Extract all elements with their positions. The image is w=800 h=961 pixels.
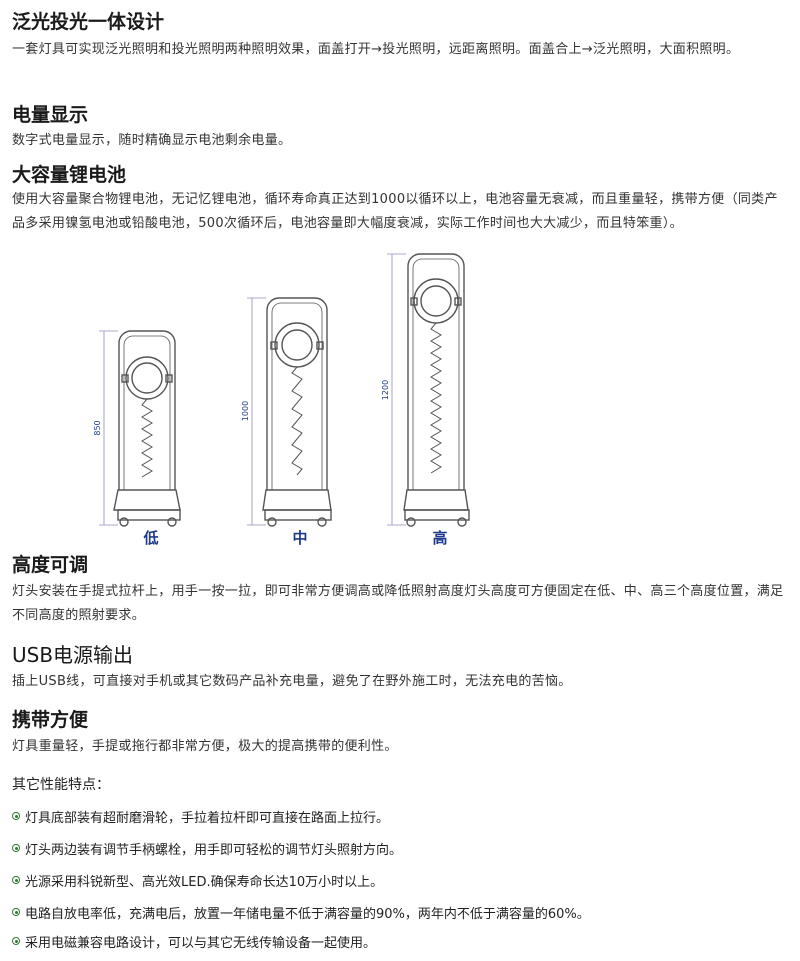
- section-text-lithium-battery: 使用大容量聚合物锂电池，无记忆锂电池，循环寿命真正达到1000以循环以上，电池容…: [12, 192, 778, 231]
- dimension-label-low: 850: [93, 420, 102, 435]
- lamp-high-drawing: [403, 253, 470, 527]
- feature-item-text: 电路自放电率低，充满电后，放置一年储电量不低于满容量的90%，两年内不低于满容量…: [25, 906, 590, 922]
- feature-item: 灯具底部装有超耐磨滑轮，手拉着拉杆即可直接在路面上拉行。: [12, 805, 389, 827]
- section-title-battery-display: 电量显示: [12, 104, 89, 126]
- feature-item: 采用电磁兼容电路设计，可以与其它无线传输设备一起使用。: [12, 930, 376, 952]
- section-title-usb-output: USB电源输出: [12, 643, 134, 667]
- bullet-icon: [12, 812, 20, 820]
- section-text-battery-display: 数字式电量显示，随时精确显示电池剩余电量。: [12, 133, 292, 148]
- feature-item-text: 光源采用科锐新型、高光效LED.确保寿命长达10万小时以上。: [25, 874, 384, 890]
- dimension-label-mid: 1000: [241, 401, 250, 421]
- feature-item-text: 采用电磁兼容电路设计，可以与其它无线传输设备一起使用。: [25, 935, 377, 951]
- bullet-icon: [12, 876, 20, 884]
- bullet-icon: [12, 844, 20, 852]
- section-title-lithium-battery: 大容量锂电池: [12, 164, 127, 186]
- section-text-usb-output: 插上USB线，可直接对手机或其它数码产品补充电量，避免了在野外施工时，无法充电的…: [12, 674, 572, 689]
- lamp-mid-drawing: [262, 297, 332, 527]
- section-title-flood-spot: 泛光投光一体设计: [12, 11, 165, 33]
- bullet-icon: [12, 908, 20, 916]
- section-title-portable: 携带方便: [12, 709, 89, 731]
- feature-item-text: 灯头两边装有调节手柄螺栓，用手即可轻松的调节灯头照射方向。: [25, 842, 403, 858]
- lamp-label-high: 高: [432, 529, 447, 547]
- feature-item: 电路自放电率低，充满电后，放置一年储电量不低于满容量的90%，两年内不低于满容量…: [12, 901, 590, 923]
- section-text-height-adjust: 灯头安装在手提式拉杆上，用手一按一拉，即可非常方便调高或降低照射高度灯头高度可方…: [12, 584, 784, 623]
- feature-item-text: 灯具底部装有超耐磨滑轮，手拉着拉杆即可直接在路面上拉行。: [25, 810, 390, 826]
- section-text-portable: 灯具重量轻，手提或拖行都非常方便，极大的提高携带的便利性。: [12, 739, 398, 754]
- feature-item: 光源采用科锐新型、高光效LED.确保寿命长达10万小时以上。: [12, 869, 383, 891]
- features-title: 其它性能特点：: [12, 777, 110, 793]
- section-title-height-adjust: 高度可调: [12, 554, 89, 576]
- lamp-low-drawing: [113, 330, 181, 527]
- bullet-icon: [12, 937, 20, 945]
- section-text-flood-spot: 一套灯具可实现泛光照明和投光照明两种照明效果，面盖打开→投光照明，远距离照明。面…: [12, 42, 740, 57]
- lamp-label-mid: 中: [292, 529, 307, 547]
- lamp-height-diagram: 850 1000 1200 低 中 高: [93, 253, 470, 547]
- dimension-label-high: 1200: [381, 380, 390, 400]
- lamp-height-figure: 850 1000 1200 低 中 高: [0, 248, 800, 553]
- feature-item: 灯头两边装有调节手柄螺栓，用手即可轻松的调节灯头照射方向。: [12, 837, 402, 859]
- lamp-label-low: 低: [142, 529, 158, 547]
